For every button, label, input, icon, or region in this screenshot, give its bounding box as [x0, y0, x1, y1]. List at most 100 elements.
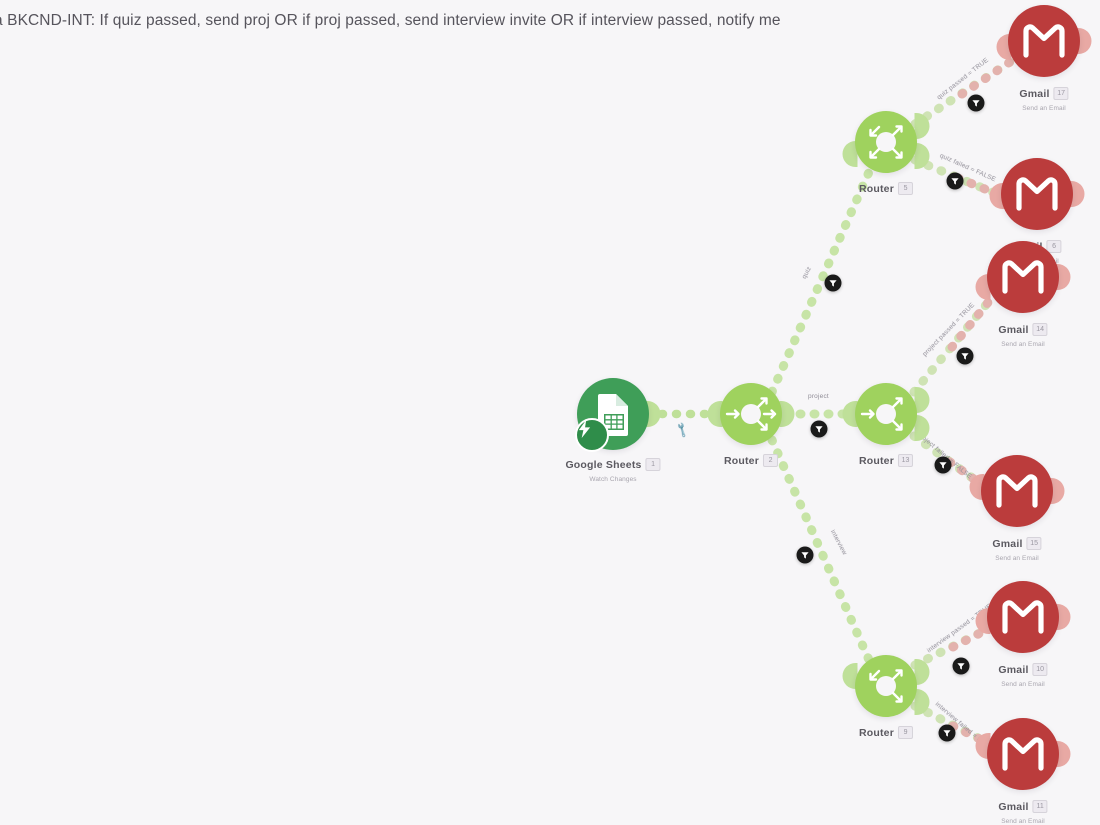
- port-out-router-4-a[interactable]: [914, 113, 930, 139]
- node-name-gmail-5: Gmail: [998, 663, 1029, 676]
- filter-badge-interview-failed[interactable]: [938, 724, 956, 742]
- node-chip-gmail-4: 15: [1026, 537, 1042, 551]
- port-out-gmail-4[interactable]: [1049, 478, 1065, 504]
- port-out-gmail-5[interactable]: [1055, 604, 1071, 630]
- node-name-router-3: Router: [858, 726, 895, 739]
- gmail-icon-4[interactable]: [981, 455, 1053, 527]
- node-chip-gmail-6: 11: [1032, 800, 1048, 814]
- filter-badge-project[interactable]: [810, 420, 828, 438]
- gmail-envelope-icon: [996, 474, 1038, 508]
- google-sheets-icon[interactable]: [575, 378, 649, 452]
- router-icon-3[interactable]: [855, 655, 917, 717]
- scenario-title: a BKCND-INT: If quiz passed, send proj O…: [0, 12, 781, 29]
- node-chip-gmail-3: 14: [1032, 323, 1048, 337]
- port-in-router-2[interactable]: [842, 401, 858, 427]
- port-in-gmail-4[interactable]: [969, 474, 985, 500]
- node-subtitle-gmail-1: Send an Email: [1022, 105, 1066, 112]
- route-label-interview: interview: [828, 528, 848, 557]
- filter-badge-project-failed[interactable]: [934, 456, 952, 474]
- node-subtitle-google-sheets: Watch Changes: [589, 476, 637, 483]
- node-chip-router-4: 5: [898, 182, 914, 196]
- node-chip-router-2: 13: [898, 454, 914, 468]
- node-name-gmail-6: Gmail: [998, 800, 1029, 813]
- filter-badge-quiz[interactable]: [824, 274, 842, 292]
- node-name-gmail-3: Gmail: [998, 323, 1029, 336]
- filter-badge-interview[interactable]: [796, 546, 814, 564]
- node-chip-gmail-1: 17: [1053, 87, 1069, 101]
- gmail-envelope-icon: [1016, 177, 1058, 211]
- port-out-gmail-6[interactable]: [1055, 741, 1071, 767]
- instant-trigger-bolt-icon: [575, 418, 609, 452]
- router-icon-2[interactable]: [855, 383, 917, 445]
- node-name-google-sheets: Google Sheets: [565, 458, 642, 471]
- gmail-icon-3[interactable]: [987, 241, 1059, 313]
- node-name-router-1: Router: [723, 454, 760, 467]
- router-icon-1[interactable]: [720, 383, 782, 445]
- gmail-icon-5[interactable]: [987, 581, 1059, 653]
- node-subtitle-gmail-5: Send an Email: [1001, 681, 1045, 688]
- route-label-project: project: [808, 393, 829, 400]
- port-out-router-3-b[interactable]: [914, 689, 930, 715]
- path-router4-gmail1: [910, 57, 1015, 129]
- node-name-gmail-1: Gmail: [1019, 87, 1050, 100]
- gmail-icon-2[interactable]: [1001, 158, 1073, 230]
- router-arrows-icon: [869, 669, 903, 703]
- port-out-gmail-3[interactable]: [1055, 264, 1071, 290]
- port-in-router-1[interactable]: [707, 401, 723, 427]
- port-out-router-1[interactable]: [779, 401, 795, 427]
- router-arrows-icon: [725, 397, 777, 431]
- node-chip-gmail-2: 6: [1046, 240, 1062, 254]
- port-in-router-3[interactable]: [842, 663, 858, 689]
- gmail-envelope-icon: [1002, 260, 1044, 294]
- filter-badge-interview-passed[interactable]: [952, 657, 970, 675]
- port-out-gmail-2[interactable]: [1069, 181, 1085, 207]
- port-in-router-4[interactable]: [842, 141, 858, 167]
- gmail-envelope-icon: [1002, 737, 1044, 771]
- node-subtitle-gmail-4: Send an Email: [995, 555, 1039, 562]
- port-in-gmail-2[interactable]: [989, 183, 1005, 209]
- node-subtitle-gmail-3: Send an Email: [1001, 341, 1045, 348]
- router-arrows-icon: [869, 125, 903, 159]
- port-out-router-2-b[interactable]: [914, 415, 930, 441]
- route-label-quiz: quiz: [800, 265, 814, 281]
- port-out-router-4-b[interactable]: [914, 143, 930, 169]
- wrench-icon[interactable]: 🔧: [672, 421, 691, 439]
- node-chip-gmail-5: 10: [1032, 663, 1048, 677]
- node-name-router-4: Router: [858, 182, 895, 195]
- node-name-router-2: Router: [858, 454, 895, 467]
- port-in-gmail-1[interactable]: [996, 34, 1012, 60]
- gmail-icon-6[interactable]: [987, 718, 1059, 790]
- filter-badge-project-passed[interactable]: [956, 347, 974, 365]
- path-router1-router4: [767, 167, 874, 397]
- port-in-gmail-3[interactable]: [975, 274, 991, 300]
- filter-badge-quiz-passed[interactable]: [967, 94, 985, 112]
- filter-badge-quiz-failed[interactable]: [946, 172, 964, 190]
- port-out-sheets[interactable]: [645, 401, 661, 427]
- gmail-envelope-icon: [1023, 24, 1065, 58]
- node-chip-google-sheets: 1: [645, 458, 661, 472]
- node-name-gmail-4: Gmail: [992, 537, 1023, 550]
- route-label-quiz-passed: quiz passed = TRUE: [935, 56, 991, 102]
- port-in-gmail-6[interactable]: [975, 733, 991, 759]
- router-icon-4[interactable]: [855, 111, 917, 173]
- path-router2-gmail3: [909, 295, 995, 397]
- port-out-router-2-a[interactable]: [914, 387, 930, 413]
- port-in-gmail-5[interactable]: [975, 608, 991, 634]
- gmail-icon-1[interactable]: [1008, 5, 1080, 77]
- path-router1-router3: [767, 435, 874, 665]
- gmail-envelope-icon: [1002, 600, 1044, 634]
- node-subtitle-gmail-6: Send an Email: [1001, 818, 1045, 825]
- port-out-gmail-1[interactable]: [1076, 28, 1092, 54]
- port-out-router-3-a[interactable]: [914, 659, 930, 685]
